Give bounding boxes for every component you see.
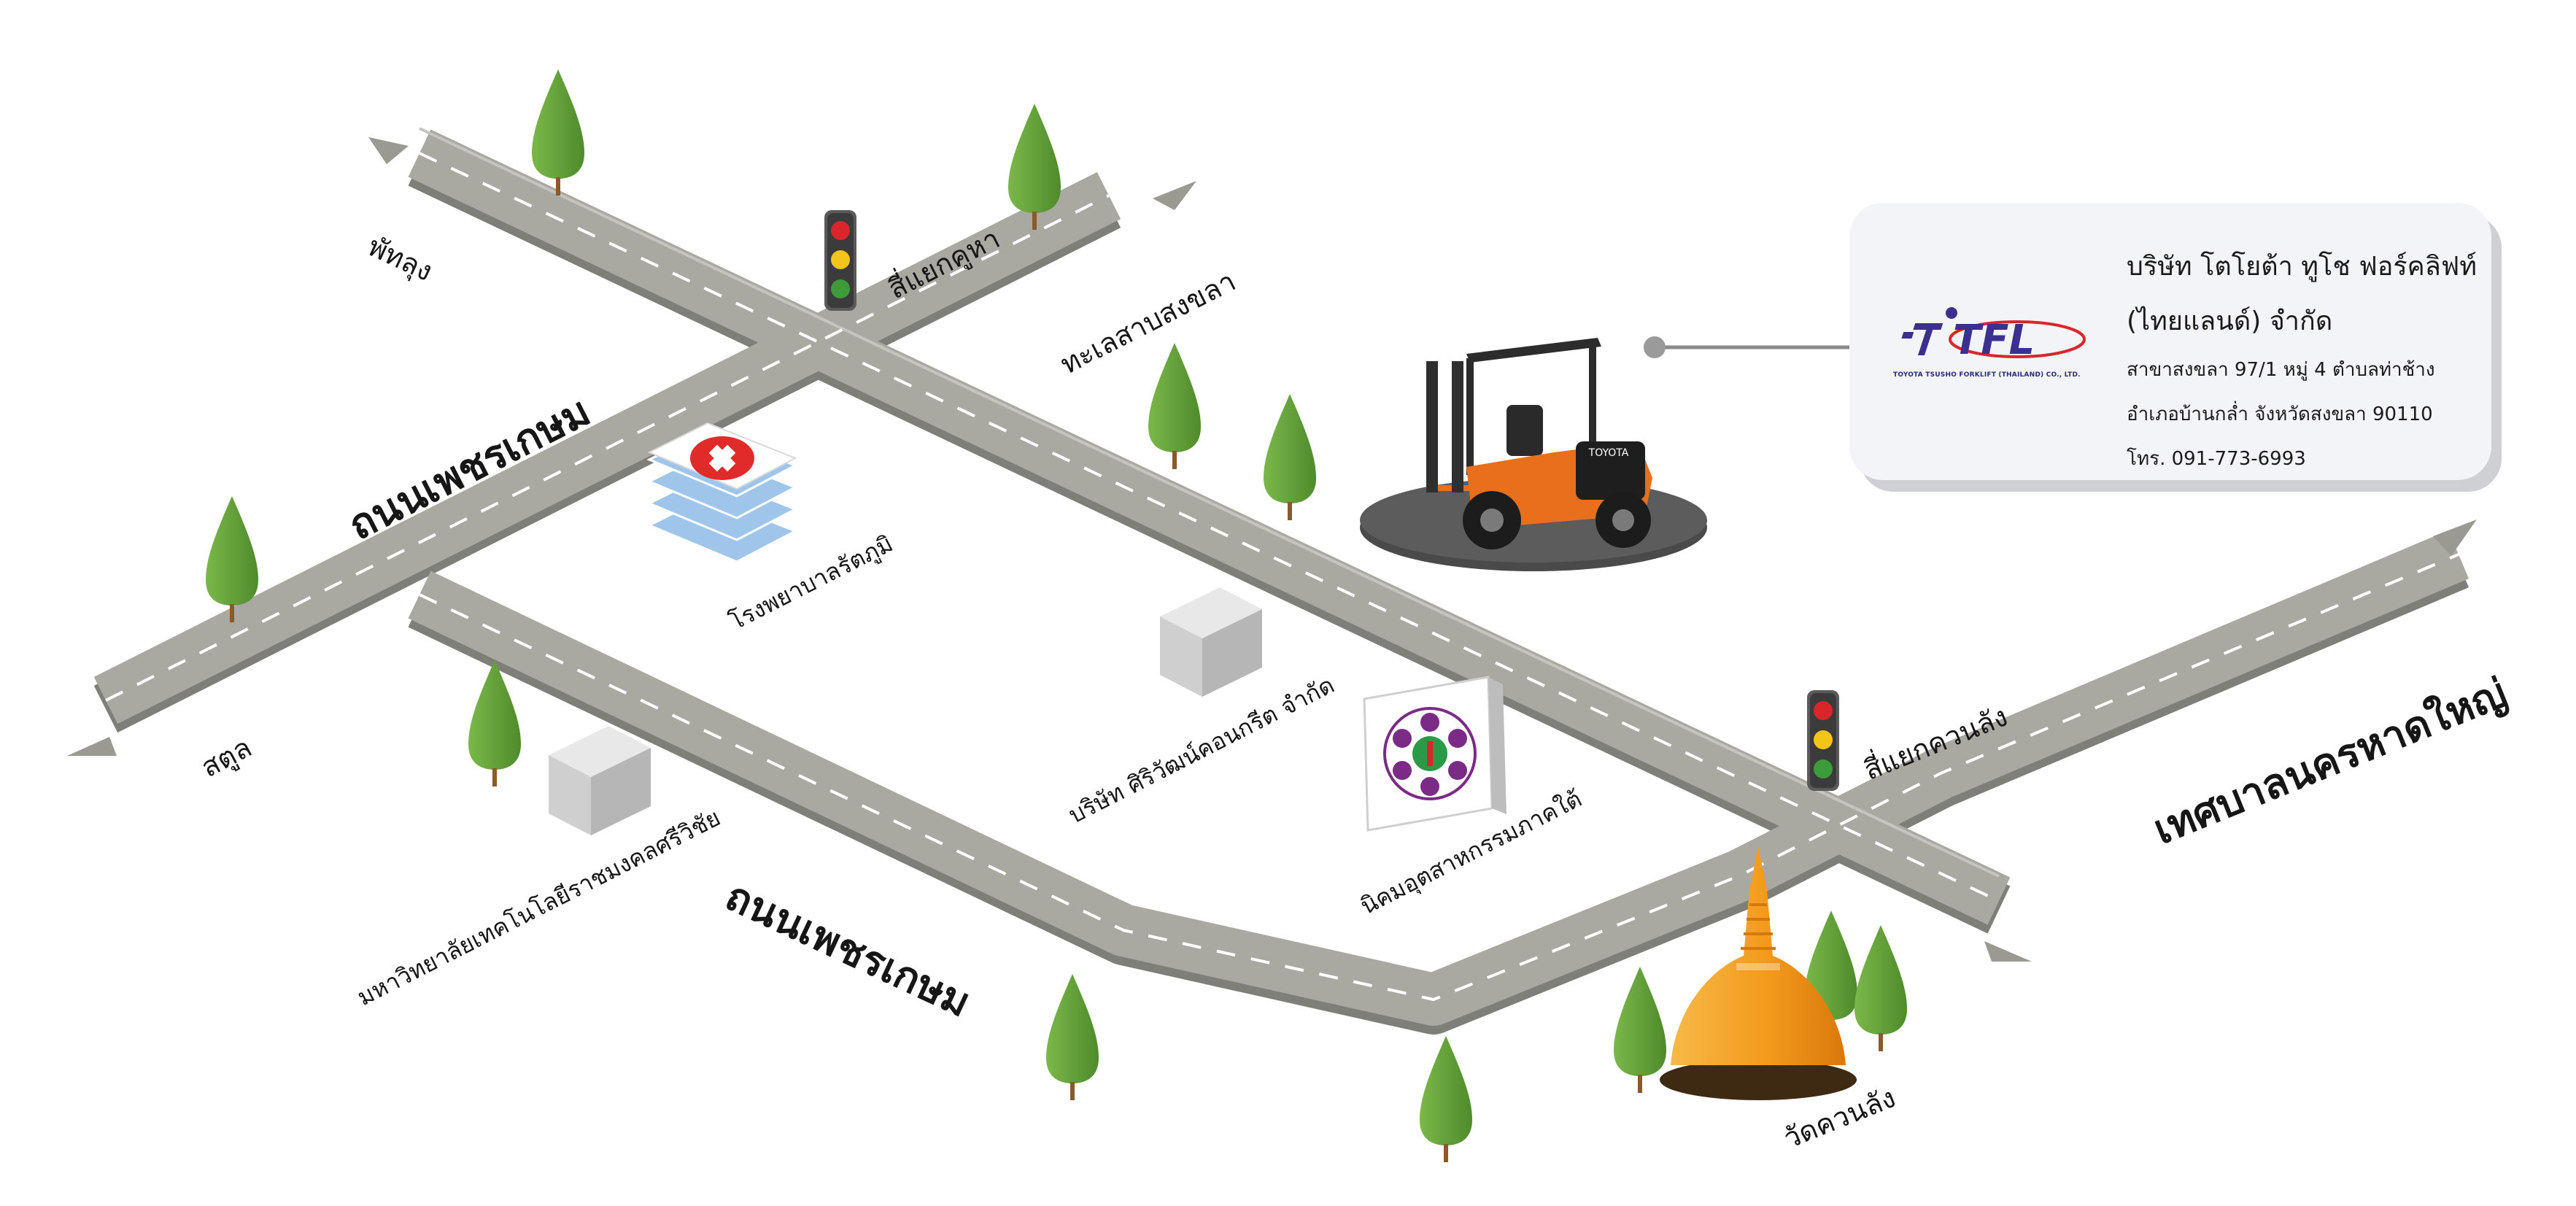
company-district: อำเภอบ้านกล่ำ จังหวัดสงขลา 90110 — [2127, 403, 2433, 425]
tree-icon — [1148, 343, 1201, 469]
svg-text:TOYOTA: TOYOTA — [1588, 447, 1629, 459]
direction-arrows — [67, 137, 2477, 962]
company-details: บริษัท โตโยต้า ทูโช ฟอร์คลิฟท์ (ไทยแลนด์… — [2127, 245, 2477, 488]
arrow-phatthalung-icon — [368, 137, 409, 164]
tree-icon — [1046, 974, 1099, 1100]
forklift-icon: TOYOTA — [1360, 338, 1707, 571]
logo-text: TFL — [1953, 317, 2035, 364]
tree-icon — [206, 496, 258, 622]
arrow-hatyai-icon — [2433, 519, 2477, 556]
arrow-east-icon — [1984, 941, 2032, 962]
company-branch: สาขาสงขลา 97/1 หมู่ 4 ตำบลท่าช้าง — [2127, 359, 2435, 381]
logo-subtitle: TOYOTA TSUSHO FORKLIFT (THAILAND) CO., L… — [1893, 371, 2081, 379]
roads — [93, 127, 2469, 1035]
company-name-line1: บริษัท โตโยต้า ทูโช ฟอร์คลิฟท์ — [2127, 252, 2478, 282]
company-name-line2: (ไทยแลนด์) จำกัด — [2127, 306, 2333, 336]
info-connector — [1644, 336, 1849, 358]
hospital-icon — [646, 422, 798, 563]
tree-icon — [1264, 394, 1316, 520]
building-icon — [549, 726, 651, 835]
company-phone: โทร. 091-773-6993 — [2127, 448, 2306, 470]
company-info-card: TFL TOYOTA TSUSHO FORKLIFT (THAILAND) CO… — [1849, 203, 2491, 480]
company-logo: TFL TOYOTA TSUSHO FORKLIFT (THAILAND) CO… — [1893, 301, 2090, 389]
arrow-songkhla-icon — [1153, 181, 1196, 210]
tree-icon — [1420, 1036, 1472, 1162]
tree-icon — [1854, 925, 1907, 1051]
tree-icon — [468, 660, 521, 786]
traffic-light-icon — [1807, 690, 1839, 791]
tree-icon — [532, 69, 584, 196]
tree-icon — [1614, 967, 1666, 1093]
tfl-logo-icon: TFL — [1901, 307, 2086, 364]
tree-icon — [1008, 104, 1061, 230]
traffic-light-icon — [824, 210, 856, 311]
arrow-satun-icon — [67, 737, 117, 756]
building-icon — [1160, 587, 1262, 697]
industrial-estate-logo-icon — [1363, 676, 1506, 832]
temple-stupa-icon — [1660, 846, 1857, 1100]
